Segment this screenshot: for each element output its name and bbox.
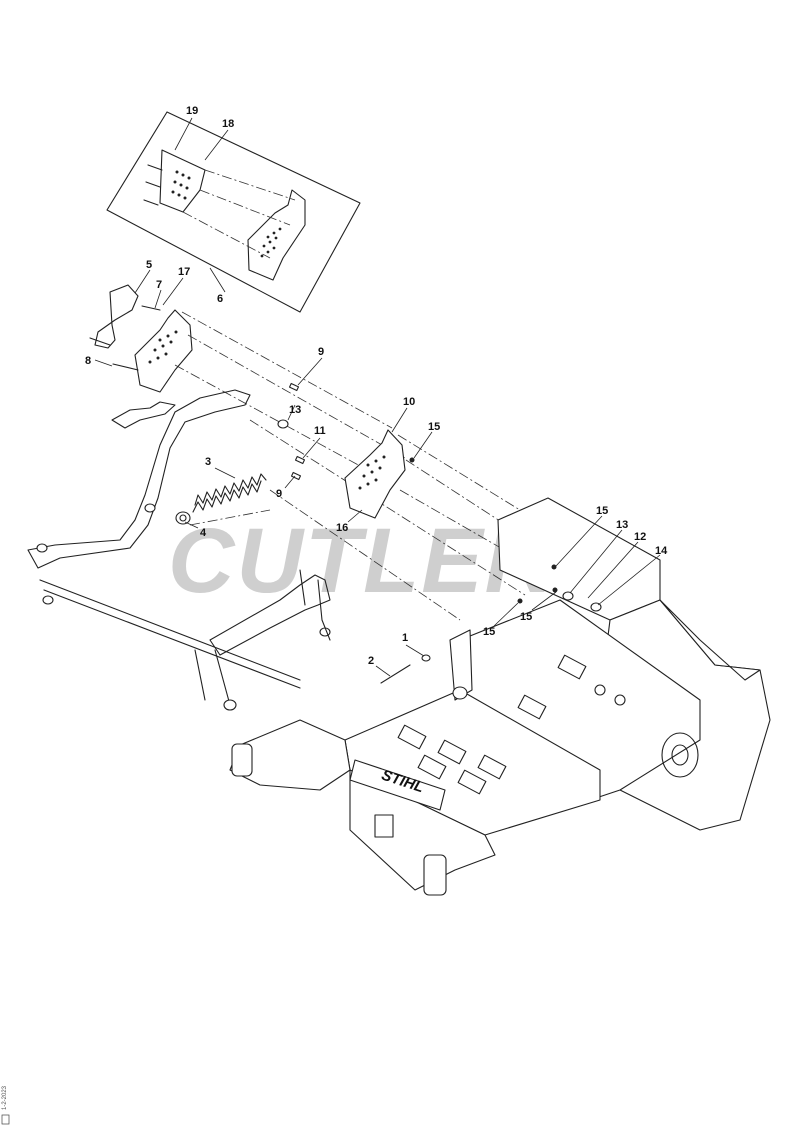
document-id: 1-2-2023 [2,1085,8,1110]
side-plate-10 [344,429,415,519]
callout-leaders [94,117,661,677]
side-plate-5 [89,284,193,393]
callout-3: 3 [205,456,211,468]
callout-5: 5 [146,259,152,271]
callout-labels: 19 18 5 17 7 6 8 9 13 10 15 11 3 9 16 4 … [85,105,668,667]
callout-2: 2 [368,655,374,667]
callout-1: 1 [402,632,408,644]
callout-13-right: 13 [616,519,628,531]
callout-9-upper: 9 [318,346,324,358]
callout-8: 8 [85,355,91,367]
mower-frame: STIHL [229,497,771,896]
lift-linkage [27,389,331,711]
callout-17: 17 [178,266,190,278]
spring-3 [192,473,267,513]
callout-18: 18 [222,118,234,130]
callout-4: 4 [200,527,207,539]
callout-12: 12 [634,531,646,543]
callout-11: 11 [314,425,326,437]
projection-lines [174,311,601,621]
callout-6: 6 [217,293,223,305]
callout-15-right-upper: 15 [596,505,608,517]
corner-mark [1,1114,10,1125]
callout-14: 14 [655,545,668,557]
callout-13-left: 13 [289,404,301,416]
callout-15-upper: 15 [428,421,440,433]
bushing-4 [175,511,191,525]
plate-6 [247,189,306,281]
plate-18 [159,149,206,213]
callout-9-lower: 9 [276,488,282,500]
callout-15-middle: 15 [520,611,532,623]
hardware-pins [277,382,306,481]
callout-15-lower: 15 [483,626,495,638]
callout-10: 10 [403,396,415,408]
callout-19: 19 [186,105,198,117]
callout-16: 16 [336,522,348,534]
callout-7: 7 [156,279,162,291]
inset-detail-box [106,111,361,313]
